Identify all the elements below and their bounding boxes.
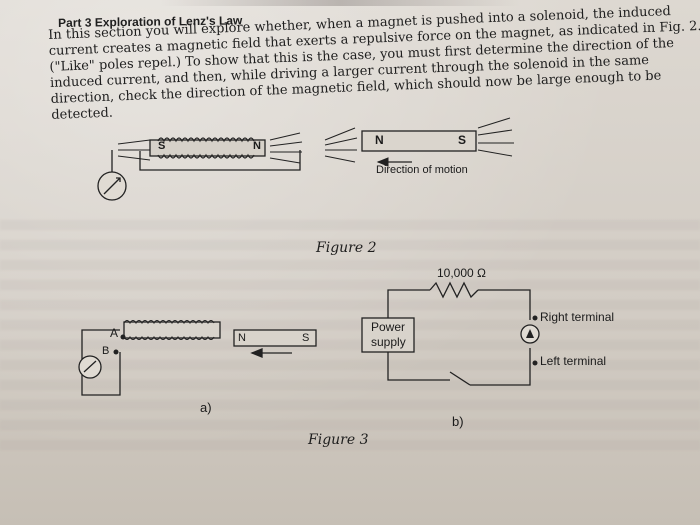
figure3a-circuit bbox=[81, 321, 317, 396]
wire-top-left bbox=[387, 289, 430, 320]
right-terminal-label: Right terminal bbox=[540, 310, 615, 324]
fig3a-coil bbox=[123, 319, 215, 341]
galvanometer-fig3a bbox=[78, 355, 102, 379]
terminal-a-label: A bbox=[110, 326, 119, 340]
figure2-solenoid-circuit bbox=[111, 132, 303, 172]
power-supply-label-line2: supply bbox=[371, 335, 406, 349]
part-a-label: a) bbox=[200, 400, 212, 415]
top-edge-shadow bbox=[160, 0, 520, 6]
field-lines-right bbox=[269, 132, 303, 164]
left-terminal-label: Left terminal bbox=[540, 354, 607, 368]
wire-top-right bbox=[478, 289, 531, 320]
resistor-label: 10,000 Ω bbox=[437, 266, 487, 280]
fig3a-magnet-n-label: N bbox=[238, 332, 246, 344]
terminal-a-dot bbox=[120, 334, 126, 340]
field-lines-left bbox=[117, 139, 152, 161]
solenoid-pole-n-label: N bbox=[253, 140, 261, 152]
wire-bottom-left bbox=[387, 352, 450, 381]
magnet-pole-n-label: N bbox=[375, 133, 384, 147]
fig3a-magnet bbox=[233, 329, 317, 347]
galvanometer-fig2 bbox=[97, 171, 127, 201]
magnet-pole-s-label: S bbox=[458, 133, 467, 147]
wire-bottom-right bbox=[470, 348, 531, 386]
direction-of-motion-label: Direction of motion bbox=[376, 164, 468, 176]
terminal-b-dot bbox=[113, 349, 119, 355]
figure3-caption: Figure 3 bbox=[308, 432, 369, 448]
resistor-zigzag bbox=[429, 281, 479, 299]
galvanometer-lead-right bbox=[139, 150, 301, 171]
fig3a-magnet-s-label: S bbox=[302, 332, 310, 344]
left-terminal-dot bbox=[532, 360, 538, 366]
switch-lever bbox=[449, 371, 471, 386]
solenoid-pole-s-label: S bbox=[158, 140, 166, 152]
galvanometer-arrow bbox=[526, 329, 534, 338]
figure2-magnet bbox=[324, 117, 514, 167]
power-supply-box bbox=[361, 317, 415, 353]
figure2-caption: Figure 2 bbox=[316, 240, 377, 256]
solenoid-coil bbox=[157, 137, 255, 159]
power-supply-label-line1: Power bbox=[371, 320, 406, 334]
right-terminal-dot bbox=[532, 315, 538, 321]
fig3a-loop bbox=[81, 329, 121, 396]
terminal-b-label: B bbox=[102, 345, 110, 357]
part-b-label: b) bbox=[452, 414, 464, 429]
solenoid-core bbox=[149, 139, 266, 157]
figure3b-circuit bbox=[361, 281, 531, 386]
